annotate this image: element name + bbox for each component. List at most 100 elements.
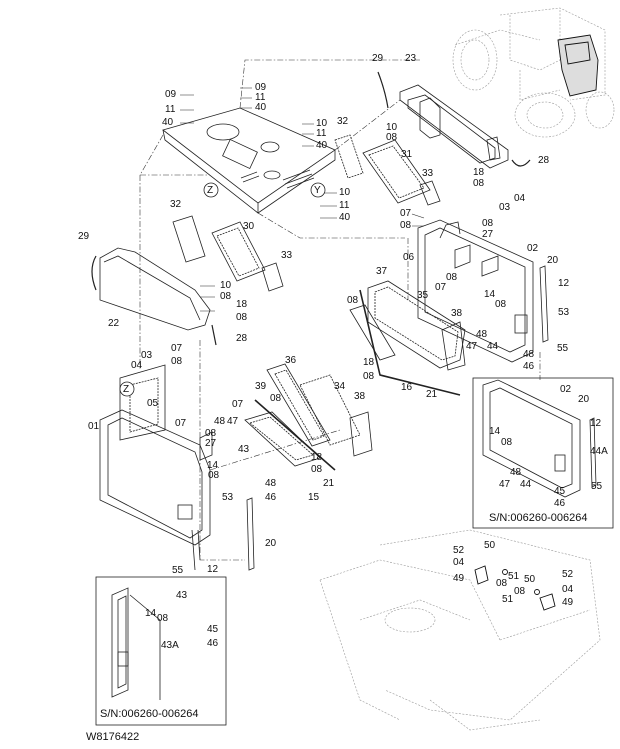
callout-48: 48 — [476, 329, 488, 340]
lower-foam-panels — [244, 363, 373, 471]
callout-14: 14 — [145, 608, 157, 619]
callout-29: 29 — [372, 53, 384, 64]
callout-02: 02 — [527, 243, 539, 254]
callout-55: 55 — [557, 343, 569, 354]
callout-55: 55 — [172, 565, 184, 576]
inset-serial-range: S/N:006260-006264 — [489, 512, 588, 524]
callout-08: 08 — [157, 613, 169, 624]
marker-y-circle — [310, 182, 326, 198]
callout-03: 03 — [499, 202, 511, 213]
callout-47: 47 — [227, 416, 239, 427]
inset-serial-range: S/N:006260-006264 — [100, 708, 199, 720]
callout-07: 07 — [171, 343, 183, 354]
callout-52: 52 — [453, 545, 465, 556]
callout-44A: 44A — [590, 446, 608, 457]
drawing-reference-code: W8176422 — [86, 731, 140, 743]
callout-50: 50 — [524, 574, 536, 585]
rear-grille-frame-23 — [399, 84, 509, 169]
callout-09: 09 — [165, 89, 177, 100]
callout-04: 04 — [562, 584, 574, 595]
callout-08: 08 — [205, 428, 217, 439]
callout-20: 20 — [578, 394, 590, 405]
callout-43: 43 — [238, 444, 250, 455]
tractor-highlight-panel — [557, 34, 599, 97]
callout-11: 11 — [316, 128, 327, 139]
callout-08: 08 — [501, 437, 513, 448]
callout-44: 44 — [487, 341, 499, 352]
lower-left-side-panel-01 — [99, 364, 213, 571]
inset-frame-right — [472, 377, 614, 529]
inset-left-parts — [111, 587, 161, 700]
callout-46: 46 — [554, 498, 566, 509]
callout-48: 48 — [510, 467, 522, 478]
inset-frame-left — [95, 576, 227, 726]
callout-32: 32 — [170, 199, 182, 210]
callout-27: 27 — [205, 438, 217, 449]
callout-14: 14 — [207, 460, 219, 471]
callout-47: 47 — [499, 479, 511, 490]
callout-10: 10 — [386, 122, 398, 133]
callout-01: 01 — [88, 421, 100, 432]
view-markers — [119, 182, 326, 397]
callout-33: 33 — [422, 168, 434, 179]
callout-03: 03 — [141, 350, 153, 361]
callout-20: 20 — [547, 255, 559, 266]
callout-12: 12 — [590, 418, 602, 429]
callout-08: 08 — [446, 272, 458, 283]
marker-z-circle-a — [203, 182, 219, 198]
inset-right-parts — [482, 379, 597, 498]
callout-52: 52 — [562, 569, 574, 580]
callout-08: 08 — [171, 356, 183, 367]
callout-08: 08 — [208, 470, 220, 481]
callout-02: 02 — [560, 384, 572, 395]
callout-08: 08 — [496, 578, 508, 589]
callout-08: 08 — [400, 220, 412, 231]
callout-45: 45 — [554, 486, 566, 497]
left-side-panel-22 — [99, 215, 284, 331]
callout-44: 44 — [520, 479, 532, 490]
marker-y: Y — [314, 185, 321, 196]
callout-16: 16 — [401, 382, 413, 393]
callout-08: 08 — [347, 295, 359, 306]
callout-09: 09 — [255, 82, 267, 93]
callout-08: 08 — [220, 291, 232, 302]
callout-07: 07 — [175, 418, 187, 429]
callout-12: 12 — [207, 564, 219, 575]
callout-11: 11 — [165, 104, 176, 115]
callout-06: 06 — [403, 252, 415, 263]
callout-20: 20 — [265, 538, 277, 549]
callout-04: 04 — [131, 360, 143, 371]
callout-04: 04 — [514, 193, 526, 204]
bracket-hardware-parts — [474, 565, 556, 611]
callout-43: 43 — [176, 590, 188, 601]
callout-50: 50 — [484, 540, 496, 551]
callout-21: 21 — [426, 389, 438, 400]
callout-18: 18 — [236, 299, 248, 310]
callout-07: 07 — [435, 282, 447, 293]
callout-48: 48 — [214, 416, 226, 427]
callout-31: 31 — [401, 149, 413, 160]
marker-z-circle-b — [119, 381, 135, 397]
callout-46: 46 — [523, 361, 535, 372]
callout-38: 38 — [451, 308, 463, 319]
callout-27: 27 — [482, 229, 494, 240]
callout-08: 08 — [363, 371, 375, 382]
marker-z: Z — [123, 384, 130, 395]
middle-foam-panels — [349, 280, 466, 396]
callout-48: 48 — [265, 478, 277, 489]
callout-49: 49 — [453, 573, 465, 584]
callout-53: 53 — [558, 307, 570, 318]
callout-38: 38 — [354, 391, 366, 402]
tractor-silhouette — [452, 7, 615, 138]
callout-18: 18 — [311, 452, 323, 463]
callout-55: 55 — [591, 481, 603, 492]
callout-11: 11 — [255, 92, 266, 103]
callout-28: 28 — [236, 333, 248, 344]
hoses — [91, 71, 531, 346]
callout-51: 51 — [502, 594, 514, 605]
callout-49: 49 — [562, 597, 574, 608]
callout-28: 28 — [538, 155, 550, 166]
machine-frame — [319, 529, 601, 731]
callout-07: 07 — [400, 208, 412, 219]
